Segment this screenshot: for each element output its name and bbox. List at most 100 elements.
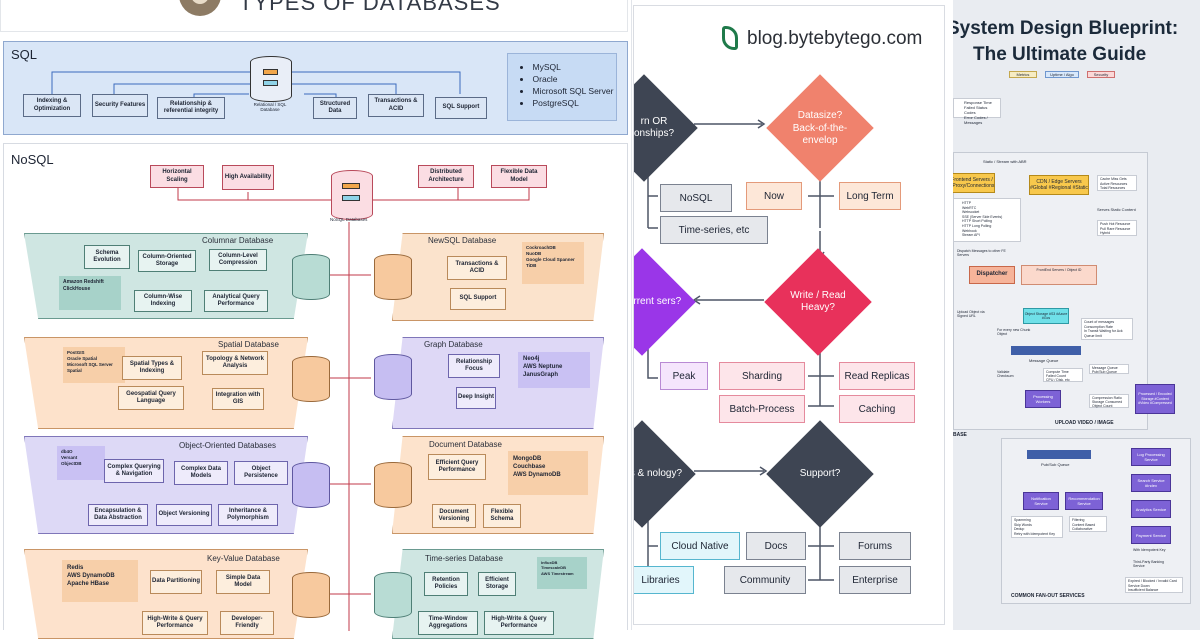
- newsql-examples: CockroachDB NuoDB Google Cloud Spanner T…: [522, 242, 584, 284]
- columnar-title: Columnar Database: [202, 236, 274, 245]
- example-item: NuoDB: [526, 251, 542, 257]
- sql-center-label: Relational / SQL Database: [253, 102, 287, 112]
- columnar-feature: Column-Oriented Storage: [138, 250, 196, 272]
- option-sharding: Sharding: [719, 362, 805, 390]
- columnar-feature: Column-Level Compression: [209, 249, 267, 271]
- frontend-servers-table: FrontEnd Servers / Object ID: [1021, 265, 1097, 285]
- option-enterprise: Enterprise: [839, 566, 911, 594]
- option-forums: Forums: [839, 532, 911, 560]
- error-item: Insufficient Balance: [1128, 588, 1159, 593]
- nosql-section: NoSQL H: [3, 143, 628, 639]
- spatial-feature: Topology & Network Analysis: [202, 351, 268, 375]
- example-item: AWS Neptune: [523, 364, 563, 371]
- bytebytego-logo-icon: [722, 26, 738, 50]
- page-title: TYPES OF DATABASES: [239, 0, 501, 15]
- protocol-item: HTTP Short Polling: [962, 219, 992, 224]
- compression-list: Compression Ratio Storage Consumed Objec…: [1089, 394, 1129, 408]
- payment-errors-list: Expired / Blocked / Invalid Card Service…: [1125, 577, 1183, 593]
- nosql-label: NoSQL: [11, 152, 54, 167]
- cache-item: Active Resources: [1100, 181, 1128, 186]
- newsql-title: NewSQL Database: [428, 236, 497, 245]
- example-item: CockroachDB: [526, 245, 556, 250]
- spatial-examples: PostGIS Oracle Spatial Microsoft SQL Ser…: [63, 347, 125, 383]
- protocol-item: Stream API: [962, 233, 980, 238]
- example-item: ObjectDB: [61, 461, 82, 467]
- newsql-feature: SQL Support: [450, 288, 506, 310]
- relational-database-icon: [250, 56, 292, 102]
- ts-feature: Time-Window Aggregations: [418, 611, 478, 635]
- sql-example-item: Oracle: [520, 73, 616, 85]
- columnar-database-icon: [292, 254, 330, 300]
- option-caching: Caching: [839, 395, 915, 423]
- processed-storage: Processed / Encoded Storage #Content #Vi…: [1135, 384, 1175, 414]
- example-item: AWS DynamoDB: [67, 573, 115, 580]
- nosql-trait-flexible: Flexible Data Model: [491, 165, 547, 188]
- blueprint-title-line2: The Ultimate Guide: [973, 44, 1147, 65]
- brand-url: blog.bytebytego.com: [747, 28, 923, 49]
- graph-title: Graph Database: [424, 340, 483, 349]
- analytics-service: Analytics Service: [1131, 500, 1171, 518]
- push-list: Push Hot Resource Pull Rare Resource Hyb…: [1097, 220, 1137, 236]
- oo-feature: Inheritance & Polymorphism: [218, 504, 278, 526]
- upload-note: Upload Object via Signed URL: [957, 310, 985, 318]
- rule-item: Skip Words: [1014, 522, 1032, 527]
- example-item: ClickHouse: [63, 285, 91, 292]
- flowchart-panel: blog.bytebytego.com rn OR onships? Datas…: [633, 5, 945, 625]
- error-item: Expired / Blocked / Invalid Card: [1128, 579, 1177, 583]
- recommendation-service: Recommendation Service: [1065, 492, 1103, 510]
- example-item: Neo4j: [523, 356, 540, 362]
- nosql-center-label: NoSQL Databases: [330, 217, 368, 222]
- newsql-feature: Transactions & ACID: [447, 256, 507, 280]
- notification-rules-list: Spamming Skip Words Dedup Retry with Ide…: [1011, 516, 1063, 538]
- decision-concurrent-users: current sers?: [633, 295, 682, 307]
- protocol-item: HTTP: [962, 201, 972, 205]
- example-item: TiDB: [526, 263, 537, 269]
- sql-feature-transactions: Transactions & ACID: [368, 94, 424, 117]
- spatial-database-icon: [292, 356, 330, 402]
- object-storage: Object Storage #S3 #Azure #Gcs: [1023, 308, 1069, 324]
- option-cloud-native: Cloud Native: [660, 532, 740, 560]
- base-label: BASE: [953, 432, 967, 438]
- graph-examples: Neo4j AWS Neptune JanusGraph: [518, 352, 590, 388]
- push-item: Hybrid: [1100, 231, 1111, 235]
- kv-feature: Developer-Friendly: [220, 611, 274, 635]
- storage-metric-item: Queue limit: [1084, 333, 1102, 338]
- dispatcher: Dispatcher: [969, 266, 1015, 284]
- tag-uptime: Uptime / Algo: [1045, 71, 1079, 78]
- oo-feature: Complex Querying & Navigation: [104, 459, 164, 483]
- sql-examples: MySQL Oracle Microsoft SQL Server Postgr…: [507, 53, 617, 121]
- option-docs: Docs: [746, 532, 806, 560]
- oo-title: Object-Oriented Databases: [179, 441, 276, 450]
- push-item: Pull Rare Resource: [1100, 226, 1131, 231]
- sql-feature-indexing: Indexing & Optimization: [23, 94, 81, 117]
- oo-feature: Object Persistence: [234, 461, 288, 485]
- columnar-feature: Schema Evolution: [84, 245, 130, 269]
- example-item: db4O: [61, 449, 73, 454]
- ts-feature: High-Write & Query Performance: [484, 611, 554, 635]
- kv-database-icon: [292, 572, 330, 618]
- option-community: Community: [724, 566, 806, 594]
- example-item: JanusGraph: [523, 372, 559, 379]
- option-libraries: Libraries: [634, 566, 694, 594]
- blueprint-panel: System Design Blueprint: The Ultimate Gu…: [953, 0, 1200, 630]
- compression-item: Compression Ratio: [1092, 396, 1122, 400]
- per-chunk-note: For every new Chunk Object: [997, 328, 1031, 336]
- notification-service: Notification Service: [1023, 492, 1059, 510]
- decision-tools-technology: ols & nology?: [634, 467, 683, 479]
- oo-feature: Object Versioning: [156, 504, 212, 526]
- rule-item: Spamming: [1014, 518, 1031, 522]
- example-item: Microsoft SQL Server Spatial: [67, 362, 113, 374]
- columnar-feature: Column-Wise Indexing: [134, 290, 192, 312]
- option-now: Now: [746, 182, 802, 210]
- example-item: TimescaleDB: [541, 565, 567, 571]
- sql-feature-sql-support: SQL Support: [435, 97, 487, 119]
- third-party-banking: Third-Party Banking Service: [1133, 560, 1164, 568]
- kv-title: Key-Value Database: [207, 554, 280, 563]
- decision-support: Support?: [799, 467, 841, 479]
- queue-types-list: Message Queue Pub/Sub Queue: [1089, 364, 1129, 374]
- rule-item: Dedup: [1014, 527, 1025, 532]
- storage-metrics-list: Count of messages Consumption Rate In Tr…: [1081, 318, 1133, 340]
- example-item: Couchbase: [513, 464, 546, 471]
- example-item: AWS Timestream: [541, 570, 574, 576]
- pubsub-queue-bar: [1027, 450, 1091, 459]
